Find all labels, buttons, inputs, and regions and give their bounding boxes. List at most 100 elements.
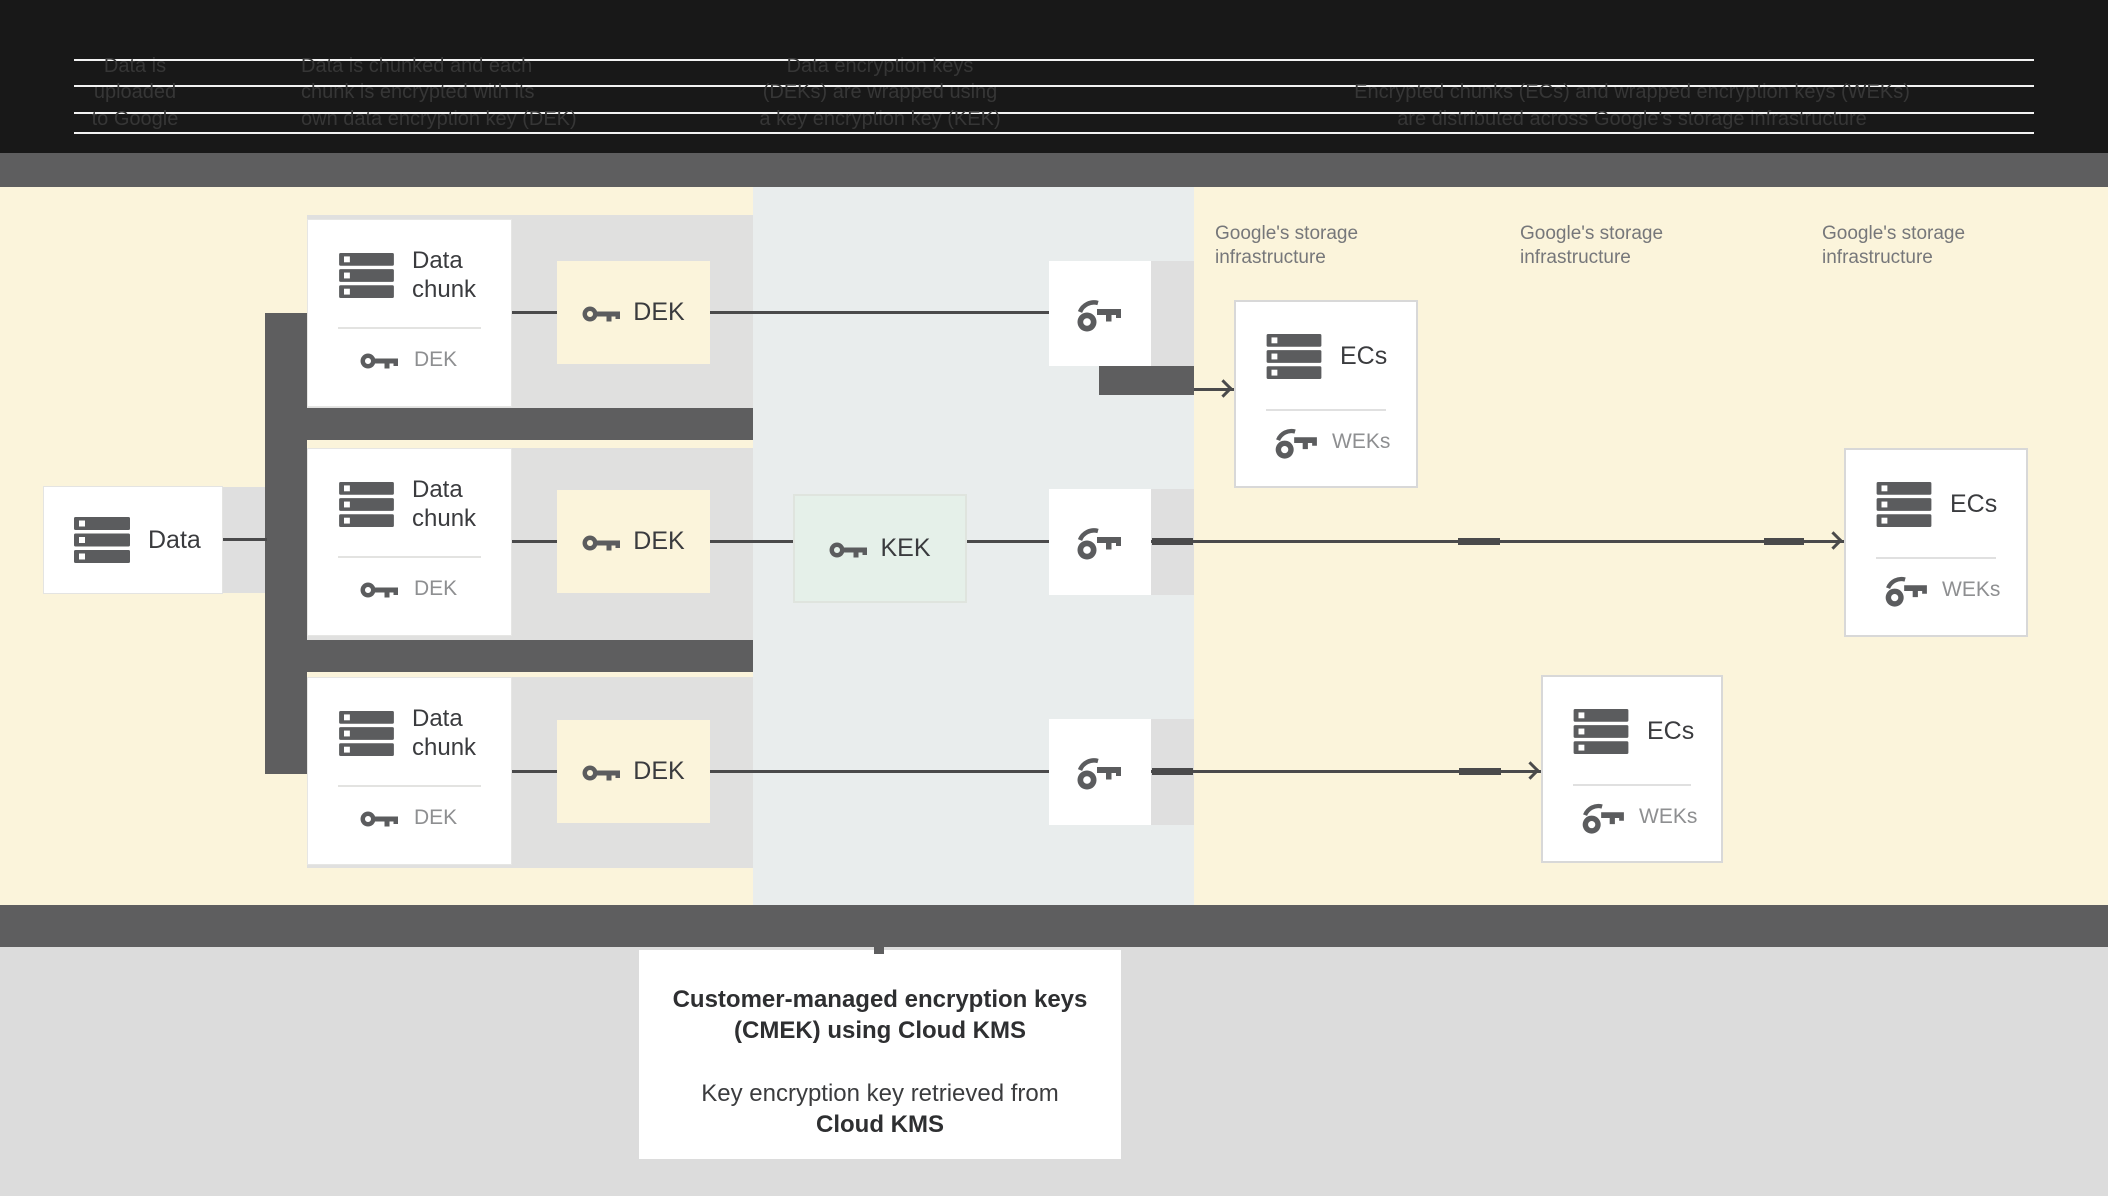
chunk-key-label: DEK [414, 577, 458, 600]
boundary-mark [1764, 538, 1804, 545]
dek-node-1: DEK [557, 261, 710, 364]
data-chunk-label: Data chunk [412, 476, 477, 532]
caption-spacer [639, 1046, 1121, 1078]
key-wrap-node-3 [1049, 719, 1151, 825]
database-icon [1573, 709, 1629, 754]
boundary-cell [1151, 261, 1194, 366]
dek-node-2: DEK [557, 490, 710, 593]
weks-label: WEKs [1332, 430, 1391, 453]
chunk-key-label: DEK [414, 806, 458, 829]
dek-node-3: DEK [557, 720, 710, 823]
data-node-label: Data [148, 525, 201, 554]
key-icon [360, 582, 398, 598]
step4-line1: Encrypted chunks (ECs) and wrapped encry… [1354, 81, 1910, 103]
kek-label: KEK [880, 534, 931, 562]
chunk-key-label: DEK [414, 348, 458, 371]
divider [1573, 784, 1691, 786]
data-chunk-node-1: Data chunk DEK [307, 219, 512, 407]
branch-band-2 [265, 640, 753, 672]
arrow-line-row3 [1151, 770, 1541, 773]
key-icon [1275, 428, 1317, 459]
connector-line [512, 540, 557, 543]
data-node: Data [43, 486, 223, 594]
key-wrap-node-1 [1049, 261, 1151, 366]
caption-box: Customer-managed encryption keys (CMEK) … [639, 950, 1121, 1159]
caption-subtitle-line2: Cloud KMS [816, 1111, 944, 1138]
ecs-node-3: ECs WEKs [1541, 675, 1723, 863]
ecs-label: ECs [1647, 717, 1695, 745]
database-icon [1876, 482, 1932, 527]
connector-line [710, 770, 1050, 773]
database-icon [339, 710, 394, 756]
weks-label: WEKs [1639, 805, 1698, 828]
data-chunk-node-3: Data chunk DEK [307, 677, 512, 865]
connector-line [710, 311, 1050, 314]
step3-line3: a key encryption key (KEK) [759, 108, 1001, 130]
kms-pointer-stub [874, 947, 884, 954]
branch-band-1 [265, 408, 753, 440]
data-connector-line [223, 538, 267, 541]
step2-line3: own data encryption key (DEK) [301, 108, 577, 130]
arrow-line-row1 [1194, 388, 1234, 391]
trunk-connector [265, 313, 307, 774]
key-icon [582, 765, 621, 780]
step3-line1: Data encryption keys [786, 55, 974, 77]
ecs-label: ECs [1950, 490, 1998, 518]
connector-line [710, 540, 794, 543]
step1-line2: uploaded [93, 81, 177, 103]
bottom-separator-band [0, 905, 2108, 947]
wrapping-key-icon [1077, 758, 1121, 790]
connector-line [512, 311, 557, 314]
ecs-node-2: ECs WEKs [1844, 448, 2028, 637]
step1-line1: Data is [103, 55, 167, 77]
dek-label: DEK [633, 527, 685, 555]
dek-label: DEK [633, 757, 685, 785]
data-chunk-node-2: Data chunk DEK [307, 448, 512, 636]
step2-line2: chunk is encrypted with its [301, 81, 535, 103]
key-icon [1885, 576, 1927, 607]
kek-node: KEK [793, 494, 967, 603]
divider [1876, 557, 1996, 559]
key-icon [360, 811, 398, 827]
ecs-node-1: ECs WEKs [1234, 300, 1418, 488]
header-rule [74, 59, 2034, 61]
storage-infra-label-3: Google's storage infrastructure [1822, 223, 1966, 268]
storage-infra-label-1: Google's storage infrastructure [1215, 223, 1359, 268]
divider [338, 556, 481, 558]
boundary-mark [1458, 538, 1500, 545]
divider [338, 327, 481, 329]
caption-title-line2: (CMEK) using Cloud KMS [734, 1017, 1026, 1044]
data-chunk-label: Data chunk [412, 247, 477, 303]
step4-line2: are distributed across Google's storage … [1397, 108, 1867, 130]
header-rule [74, 85, 2034, 87]
key-icon [829, 542, 868, 557]
caption-title-line1: Customer-managed encryption keys [672, 986, 1088, 1013]
step3-line2: (DEKs) are wrapped using [762, 81, 998, 103]
exit-band-row1 [1099, 366, 1194, 395]
wrapping-key-icon [1077, 528, 1121, 560]
dek-label: DEK [633, 298, 685, 326]
ecs-label: ECs [1340, 342, 1388, 370]
data-chunk-label: Data chunk [412, 705, 477, 761]
divider [338, 785, 481, 787]
key-wrap-node-2 [1049, 489, 1151, 595]
boundary-mark [1152, 538, 1193, 545]
boundary-mark [1152, 768, 1193, 775]
storage-infra-label-2: Google's storage infrastructure [1520, 223, 1664, 268]
step1-line3: to Google [91, 108, 179, 130]
caption-subtitle-line1: Key encryption key retrieved from [701, 1080, 1059, 1107]
header-steps: Data is uploaded to Google Data is chunk… [0, 0, 2108, 153]
connector-line [966, 540, 1050, 543]
header-rule [74, 112, 2034, 114]
database-icon [1266, 334, 1322, 379]
key-icon [582, 306, 621, 321]
key-icon [1582, 803, 1624, 834]
boundary-mark [1459, 768, 1501, 775]
wrapping-key-icon [1077, 299, 1121, 331]
divider [1266, 409, 1386, 411]
key-icon [360, 353, 398, 369]
top-separator-band [0, 153, 2108, 187]
weks-label: WEKs [1942, 578, 2001, 601]
header-rule [74, 132, 2034, 134]
key-icon [582, 535, 621, 550]
